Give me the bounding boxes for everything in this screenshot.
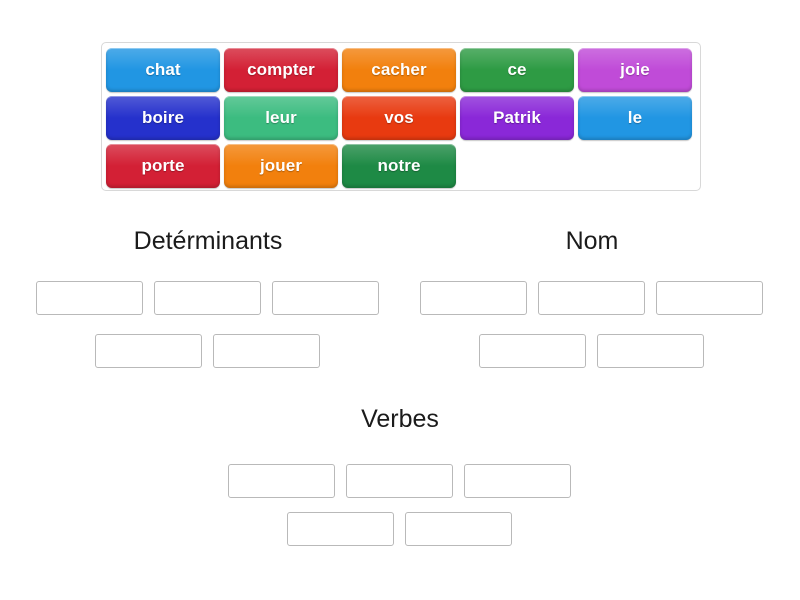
word-tile-label: jouer: [259, 156, 303, 175]
word-tile-label: le: [627, 108, 643, 127]
word-bank: chat compter cacher ce joie boire leur vos Patri…: [101, 42, 701, 191]
drop-slot-determinants[interactable]: [36, 281, 143, 315]
word-bank-row: porte jouer notre: [106, 144, 696, 191]
drop-slot-determinants[interactable]: [213, 334, 320, 368]
category-title-verbes: Verbes: [361, 405, 439, 433]
category-title-determinants: Detérminants: [133, 227, 283, 255]
word-tile[interactable]: Patrik: [460, 96, 574, 140]
word-tile-label: compter: [247, 60, 315, 79]
word-tile-label: boire: [141, 108, 185, 127]
drop-slot-verbes[interactable]: [228, 464, 335, 498]
word-tile[interactable]: notre: [342, 144, 456, 188]
drop-slot-verbes[interactable]: [464, 464, 571, 498]
word-tile-label: ce: [507, 60, 527, 79]
word-tile-label: notre: [377, 156, 421, 175]
drop-slot-nom[interactable]: [597, 334, 704, 368]
drop-slot-determinants[interactable]: [272, 281, 379, 315]
word-tile[interactable]: cacher: [342, 48, 456, 92]
word-tile[interactable]: leur: [224, 96, 338, 140]
drop-slot-nom[interactable]: [656, 281, 763, 315]
drop-slot-determinants[interactable]: [95, 334, 202, 368]
word-tile[interactable]: le: [578, 96, 692, 140]
word-tile[interactable]: jouer: [224, 144, 338, 188]
word-tile[interactable]: porte: [106, 144, 220, 188]
category-title-nom: Nom: [565, 227, 619, 255]
drop-slot-verbes[interactable]: [405, 512, 512, 546]
drop-slot-determinants[interactable]: [154, 281, 261, 315]
word-tile-label: vos: [384, 108, 414, 127]
word-bank-row: boire leur vos Patrik le: [106, 96, 696, 143]
word-tile[interactable]: compter: [224, 48, 338, 92]
word-tile[interactable]: boire: [106, 96, 220, 140]
word-tile-label: chat: [145, 60, 181, 79]
word-tile-label: porte: [141, 156, 185, 175]
word-tile-label: Patrik: [493, 108, 541, 127]
drop-slot-nom[interactable]: [538, 281, 645, 315]
word-tile[interactable]: chat: [106, 48, 220, 92]
word-bank-row: chat compter cacher ce joie: [106, 48, 696, 95]
drop-slot-verbes[interactable]: [287, 512, 394, 546]
word-tile[interactable]: joie: [578, 48, 692, 92]
drop-slot-nom[interactable]: [479, 334, 586, 368]
word-tile-label: cacher: [371, 60, 427, 79]
word-tile[interactable]: vos: [342, 96, 456, 140]
drop-slot-verbes[interactable]: [346, 464, 453, 498]
word-tile[interactable]: ce: [460, 48, 574, 92]
word-tile-label: leur: [265, 108, 297, 127]
word-tile-label: joie: [620, 60, 650, 79]
drop-slot-nom[interactable]: [420, 281, 527, 315]
